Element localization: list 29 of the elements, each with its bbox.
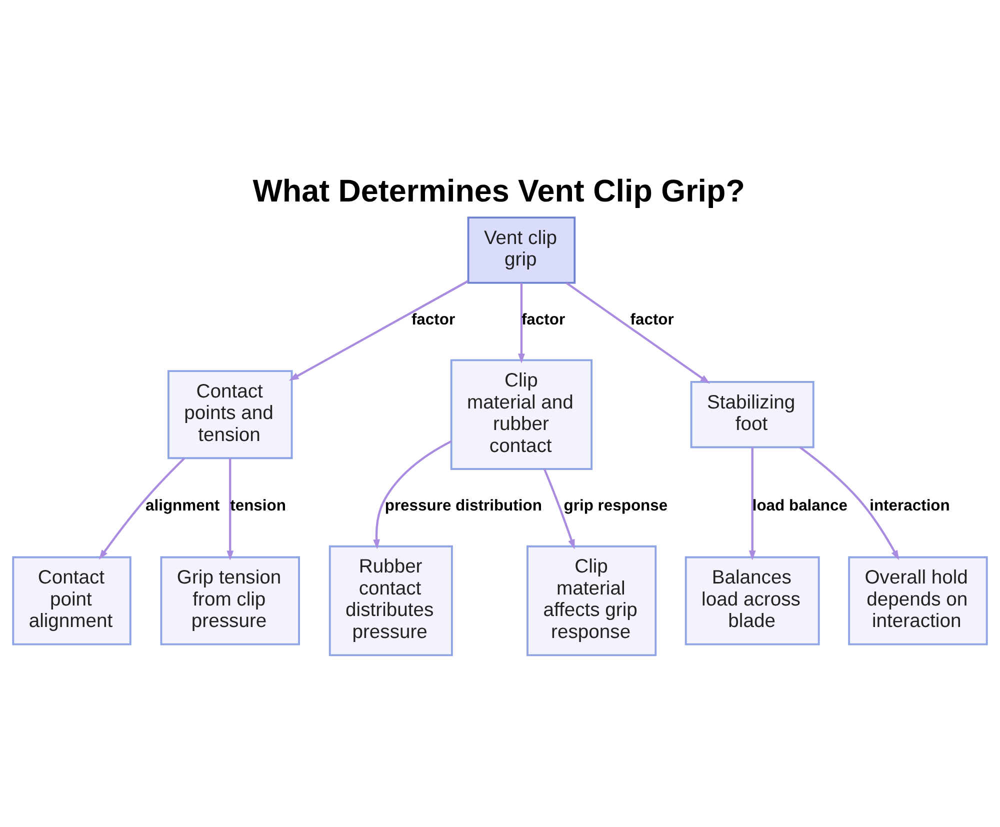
arrow bbox=[226, 458, 234, 560]
edge-label: load balance bbox=[752, 497, 848, 514]
edge-label: factor bbox=[630, 310, 674, 328]
diagram-title: What Determines Vent Clip Grip? bbox=[252, 173, 745, 208]
node-box: Clip material affects grip response bbox=[526, 544, 657, 656]
node-box: Clip material and rubber contact bbox=[450, 358, 593, 470]
node-box: Rubber contact distributes pressure bbox=[328, 544, 453, 656]
edge-label: pressure distribution bbox=[384, 497, 542, 514]
arrow bbox=[518, 282, 525, 363]
node-box: Balances load across blade bbox=[684, 556, 820, 645]
edge-label: factor bbox=[411, 310, 456, 328]
node-box: Vent clip grip bbox=[467, 216, 576, 284]
node-box: Contact points and tension bbox=[168, 370, 293, 459]
arrow bbox=[373, 440, 452, 549]
node-box: Overall hold depends on interaction bbox=[848, 556, 988, 645]
node-box: Contact point alignment bbox=[12, 556, 132, 645]
edge-label: factor bbox=[521, 310, 566, 328]
arrow bbox=[288, 280, 469, 380]
edge-label: grip response bbox=[564, 497, 668, 514]
arrow bbox=[748, 446, 756, 560]
node-box: Stabilizing foot bbox=[690, 380, 814, 448]
node-box: Grip tension from clip pressure bbox=[160, 556, 300, 645]
edge-label: tension bbox=[230, 497, 286, 514]
arrow bbox=[543, 468, 575, 549]
arrow bbox=[98, 457, 186, 560]
edge-label: interaction bbox=[870, 497, 950, 514]
arrow bbox=[566, 282, 710, 384]
edge-label: alignment bbox=[146, 497, 220, 514]
arrow bbox=[799, 446, 900, 560]
